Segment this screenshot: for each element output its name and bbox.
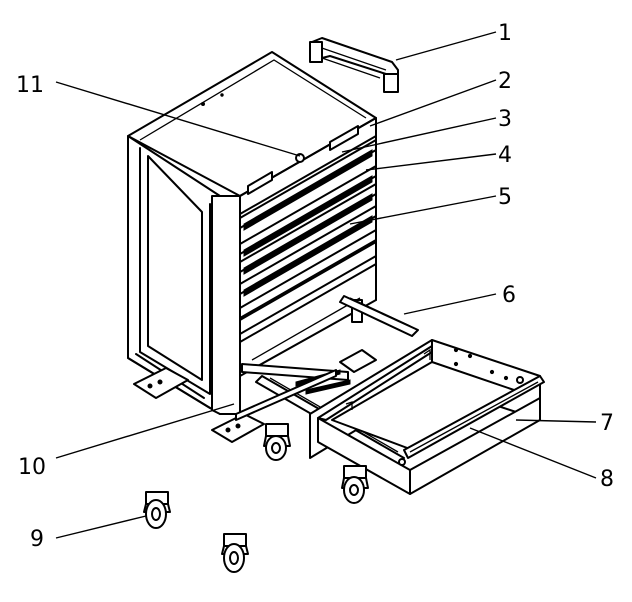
drawer-part [309, 339, 545, 495]
callout-labels: 1 2 3 4 5 6 7 8 9 10 11 [16, 21, 614, 552]
callout-1: 1 [498, 21, 512, 46]
leader-lines [55, 31, 597, 539]
callout-10: 10 [18, 455, 46, 480]
callout-3: 3 [498, 107, 512, 132]
callout-4: 4 [498, 143, 512, 168]
callout-11: 11 [16, 73, 44, 98]
caster-loose-2 [221, 533, 249, 573]
handle-part [309, 37, 399, 93]
callout-9: 9 [30, 527, 44, 552]
caster-loose-1 [143, 491, 171, 529]
callout-6: 6 [502, 283, 516, 308]
callout-2: 2 [498, 69, 512, 94]
callout-5: 5 [498, 185, 512, 210]
cabinet-body [127, 51, 419, 415]
caster-attached-2 [341, 465, 369, 504]
caster-attached-1 [263, 423, 291, 461]
callout-8: 8 [600, 467, 614, 492]
callout-7: 7 [600, 411, 614, 436]
